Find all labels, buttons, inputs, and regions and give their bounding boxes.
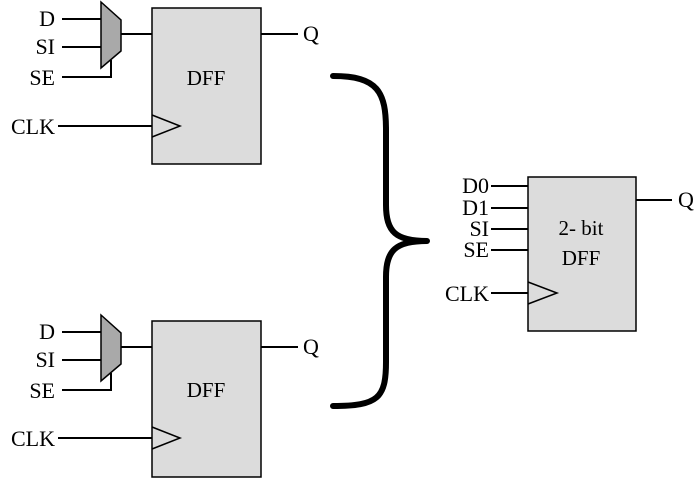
- top-dff-box: [151, 7, 262, 165]
- bottom-mux: [100, 313, 122, 383]
- merged-clock-triangle: [527, 281, 560, 305]
- bottom-d-label: D: [39, 319, 55, 344]
- top-d-label: D: [39, 6, 55, 31]
- top-q-label: Q: [303, 21, 319, 46]
- top-clk-label: CLK: [11, 114, 55, 139]
- top-si-label: SI: [35, 34, 55, 59]
- bottom-clk-label: CLK: [11, 426, 55, 451]
- top-se-wire: [62, 60, 112, 78]
- merged-dff-box: [527, 176, 637, 332]
- merged-se-label: SE: [463, 237, 489, 262]
- bottom-scan-cell: D SI SE CLK DFF Q: [11, 313, 319, 478]
- bottom-se-label: SE: [29, 378, 55, 403]
- top-dff-label: DFF: [187, 66, 226, 90]
- bottom-dff-label: DFF: [187, 378, 226, 402]
- merged-q-label: Q: [678, 187, 694, 212]
- top-clock-triangle: [151, 114, 183, 138]
- merged-clk-label: CLK: [445, 281, 489, 306]
- merged-dff-label-line2: DFF: [562, 246, 601, 270]
- merged-d0-label: D0: [462, 173, 489, 198]
- bottom-clock-triangle: [151, 426, 183, 450]
- bottom-q-label: Q: [303, 334, 319, 359]
- merged-d1-label: D1: [462, 195, 489, 220]
- bottom-dff-box: [151, 320, 262, 478]
- merge-brace: [330, 73, 430, 409]
- merged-si-label: SI: [469, 216, 489, 241]
- top-scan-cell: D SI SE CLK DFF Q: [11, 0, 319, 165]
- bottom-si-label: SI: [35, 347, 55, 372]
- bottom-se-wire: [62, 373, 112, 391]
- merged-dff-label-line1: 2- bit: [559, 216, 604, 240]
- merged-2bit-cell: D0 D1 SI SE CLK 2- bit DFF Q: [445, 173, 694, 332]
- top-se-label: SE: [29, 65, 55, 90]
- top-mux: [100, 0, 122, 70]
